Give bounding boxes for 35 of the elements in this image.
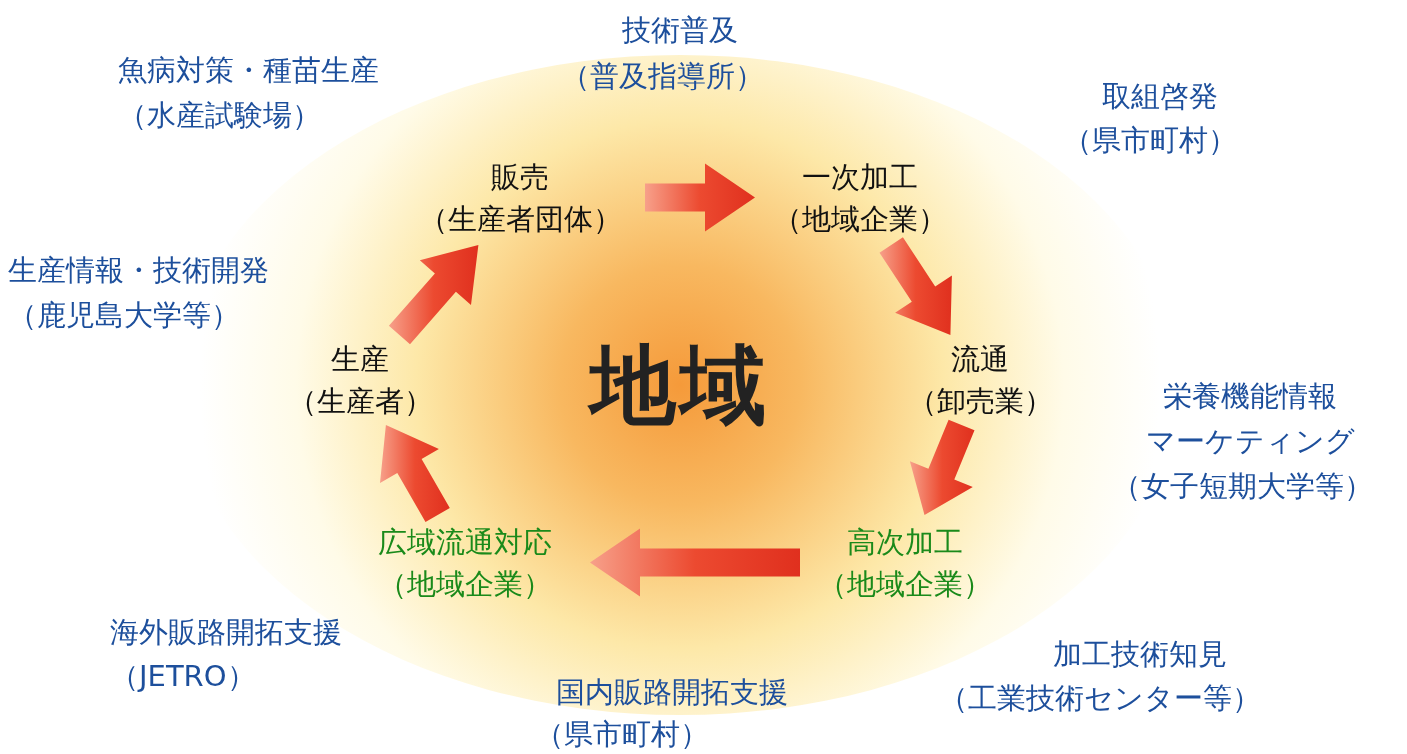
stage-label: （生産者団体）	[418, 200, 622, 238]
stage-label: （地域企業）	[378, 565, 552, 603]
support-label: マーケティング	[1145, 423, 1355, 460]
support-label: 生産情報・技術開発	[8, 252, 269, 289]
support-label: （県市町村）	[1063, 122, 1237, 159]
block-arrow	[645, 163, 755, 232]
support-label: 国内販路開拓支援	[556, 674, 788, 711]
support-label: 技術普及	[622, 12, 738, 49]
block-arrow	[879, 237, 952, 335]
support-label: （工業技術センター等）	[939, 680, 1261, 717]
stage-label: 広域流通対応	[378, 523, 552, 561]
support-label: 海外販路開拓支援	[110, 614, 342, 651]
stage-label: 販売	[491, 158, 549, 196]
support-label: 加工技術知見	[1053, 636, 1227, 673]
block-arrow	[909, 419, 975, 515]
stage-label: （卸売業）	[907, 383, 1053, 420]
block-arrow	[590, 528, 800, 597]
stage-label: 流通	[951, 341, 1009, 378]
support-label: （鹿児島大学等）	[8, 297, 240, 334]
block-arrow	[388, 245, 479, 345]
block-arrow	[380, 425, 450, 522]
support-label: （普及指導所）	[560, 58, 764, 95]
stage-label: 一次加工	[802, 158, 918, 196]
support-label: （JETRO）	[110, 658, 256, 695]
stage-label: （地域企業）	[818, 565, 992, 603]
stage-label: 生産	[331, 341, 389, 378]
support-label: （水産試験場）	[118, 97, 321, 134]
stage-label: （地域企業）	[773, 200, 947, 238]
support-label: （女子短期大学等）	[1111, 468, 1373, 505]
support-label: 栄養機能情報	[1163, 378, 1337, 415]
stage-label: （生産者）	[287, 383, 433, 420]
support-label: 魚病対策・種苗生産	[118, 52, 379, 89]
support-label: 取組啓発	[1102, 78, 1218, 115]
support-label: （県市町村）	[535, 716, 709, 753]
stage-label: 高次加工	[847, 523, 963, 561]
